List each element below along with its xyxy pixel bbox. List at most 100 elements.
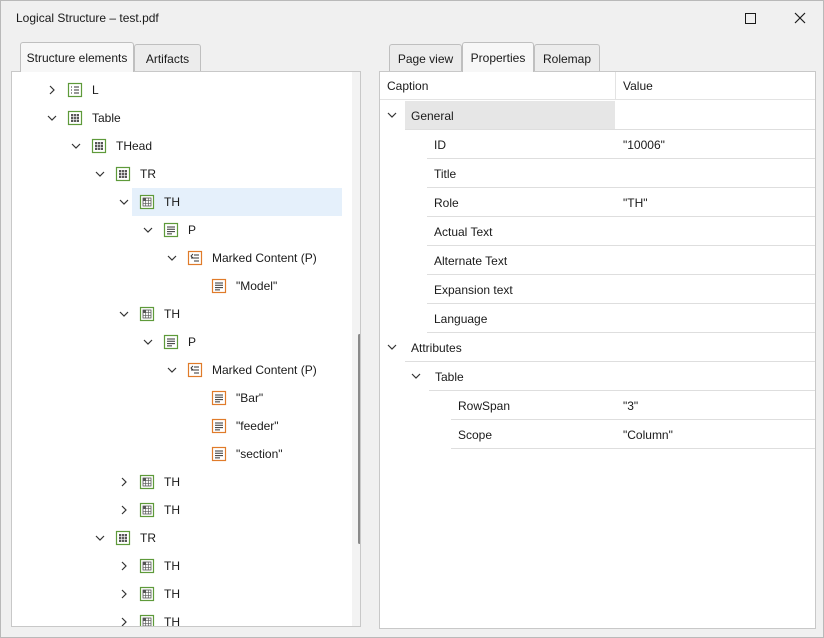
row-divider [427,158,815,159]
chevron-down-icon[interactable] [410,370,422,382]
tree-node[interactable]: THead [12,132,342,160]
tree-node[interactable]: L [12,76,342,104]
property-row[interactable]: Alternate Text [380,246,815,275]
tree-node[interactable]: "feeder" [12,412,342,440]
tab-structure-elements[interactable]: Structure elements [20,42,134,72]
row-divider [427,274,815,275]
chevron-down-icon[interactable] [386,109,398,121]
chevron-down-icon[interactable] [70,140,82,152]
tree-node[interactable]: TH [12,580,342,608]
property-row[interactable]: Expansion text [380,275,815,304]
chevron-down-icon[interactable] [118,196,130,208]
chevron-down-icon[interactable] [118,308,130,320]
property-row[interactable]: RowSpan"3" [380,391,815,420]
tree-node[interactable]: TR [12,524,342,552]
expand-chevron[interactable] [46,84,58,96]
tree-node[interactable]: "section" [12,440,342,468]
chevron-down-icon[interactable] [94,168,106,180]
chevron-right-icon[interactable] [118,588,130,600]
column-divider[interactable] [615,72,616,100]
tab-artifacts[interactable]: Artifacts [134,44,201,72]
collapse-chevron[interactable] [386,109,398,121]
tree-node[interactable]: TH [119,188,342,216]
tree-node[interactable]: P [12,216,342,244]
tree-node[interactable]: "Model" [12,272,342,300]
tree-node-label: L [92,83,99,97]
tree-node[interactable]: Table [12,104,342,132]
collapse-chevron[interactable] [410,370,422,382]
tab-page-view[interactable]: Page view [389,44,462,72]
tree-node-label: TH [164,587,180,601]
chevron-down-icon[interactable] [94,532,106,544]
collapse-chevron[interactable] [386,341,398,353]
chevron-down-icon[interactable] [46,112,58,124]
chevron-right-icon[interactable] [118,476,130,488]
tree-node[interactable]: P [12,328,342,356]
collapse-chevron[interactable] [142,224,154,236]
property-value[interactable]: "3" [623,399,639,413]
chevron-down-icon[interactable] [386,341,398,353]
chevron-down-icon[interactable] [142,224,154,236]
property-value[interactable]: "TH" [623,196,648,210]
property-group-row[interactable]: General [380,101,815,130]
chevron-down-icon[interactable] [166,364,178,376]
chevron-right-icon[interactable] [118,504,130,516]
tree-node[interactable]: TR [12,160,342,188]
expand-chevron[interactable] [118,588,130,600]
tree-node[interactable]: TH [12,608,342,627]
chevron-right-icon[interactable] [118,616,130,627]
chevron-right-icon[interactable] [118,560,130,572]
chevron-right-icon[interactable] [46,84,58,96]
tab-properties[interactable]: Properties [462,42,534,72]
tree-node[interactable]: TH [12,496,342,524]
property-value[interactable]: "Column" [623,428,673,442]
tree-scroll-thumb[interactable] [358,334,360,544]
maximize-button[interactable] [727,1,773,35]
tree-node-label: Marked Content (P) [212,251,317,265]
properties-header: Caption Value [380,72,815,100]
tree-node[interactable]: "Bar" [12,384,342,412]
expand-chevron[interactable] [118,476,130,488]
tree-node[interactable]: Marked Content (P) [12,244,342,272]
property-row[interactable]: Actual Text [380,217,815,246]
close-button[interactable] [777,1,823,35]
close-icon [794,12,806,24]
row-divider [451,419,815,420]
chevron-down-icon[interactable] [166,252,178,264]
collapse-chevron[interactable] [166,364,178,376]
chevron-down-icon[interactable] [142,336,154,348]
tab-rolemap[interactable]: Rolemap [534,44,600,72]
tree-node[interactable]: TH [12,552,342,580]
value-column-header[interactable]: Value [623,79,653,93]
property-value[interactable]: "10006" [623,138,665,152]
expand-chevron[interactable] [118,504,130,516]
property-row[interactable]: Language [380,304,815,333]
tree-node-label: Table [92,111,121,125]
tree-node[interactable]: TH [12,468,342,496]
property-row[interactable]: Scope"Column" [380,420,815,449]
tree-node-label: "Bar" [236,391,264,405]
tree-node-label: Marked Content (P) [212,363,317,377]
collapse-chevron[interactable] [70,140,82,152]
collapse-chevron[interactable] [142,336,154,348]
tree-scrollbar[interactable] [352,72,360,626]
property-row[interactable]: Role"TH" [380,188,815,217]
collapse-chevron[interactable] [46,112,58,124]
marked-content-icon [187,362,203,378]
expand-chevron[interactable] [118,560,130,572]
tree-node[interactable]: Marked Content (P) [12,356,342,384]
caption-column-header[interactable]: Caption [387,79,429,93]
collapse-chevron[interactable] [118,196,130,208]
collapse-chevron[interactable] [118,308,130,320]
tree-node[interactable]: TH [12,300,342,328]
property-row[interactable]: Title [380,159,815,188]
property-group-row[interactable]: Table [380,362,815,391]
property-row[interactable]: ID"10006" [380,130,815,159]
collapse-chevron[interactable] [94,532,106,544]
tab-rolemap-label: Rolemap [542,51,592,66]
property-group-row[interactable]: Attributes [380,333,815,362]
expand-chevron[interactable] [118,616,130,627]
collapse-chevron[interactable] [166,252,178,264]
collapse-chevron[interactable] [94,168,106,180]
